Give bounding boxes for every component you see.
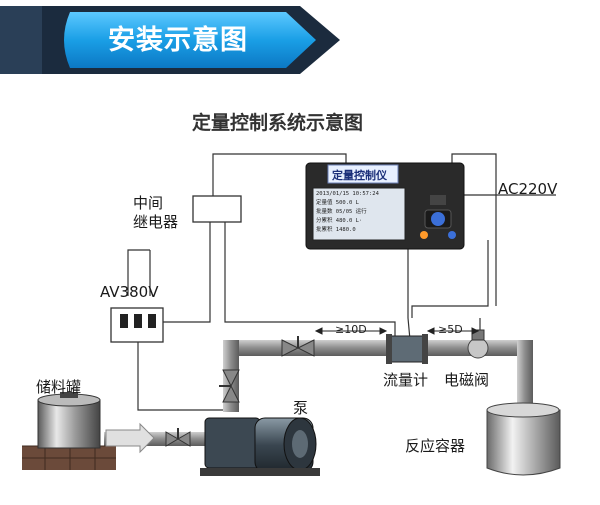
screen-line: 批累积 1480.0	[316, 227, 356, 233]
valve-top	[281, 336, 315, 357]
label-flowmeter: 流量计	[383, 371, 429, 389]
storage-tank-device	[22, 392, 116, 470]
label-relay-line1: 中间	[133, 194, 164, 212]
controller-header: 定量控制仪	[332, 169, 387, 182]
label-storage-tank: 储料罐	[36, 378, 82, 396]
label-pump: 泵	[293, 399, 309, 417]
valve-suction	[165, 428, 191, 447]
label-relay-line2: 继电器	[133, 213, 179, 231]
wiring	[127, 153, 556, 411]
screen-line: 批量数 05/05 运行	[316, 209, 367, 215]
breaker-av380	[110, 307, 164, 343]
dimension-10d	[314, 327, 388, 335]
label-dist-10d: ≥10D	[335, 323, 367, 336]
controller-screen: 2013/01/15 10:57:24 定量值 500.0 L 批量数 05/0…	[316, 190, 379, 235]
controller-device	[305, 162, 465, 250]
dimension-5d	[426, 327, 480, 335]
label-av380v: AV380V	[100, 283, 159, 301]
label-reactor: 反应容器	[405, 437, 466, 455]
valve-riser	[219, 369, 240, 403]
label-solenoid-valve: 电磁阀	[444, 371, 490, 389]
diagram-title: 定量控制系统示意图	[192, 112, 364, 134]
banner-title: 安装示意图	[108, 25, 248, 56]
flow-arrow	[105, 422, 155, 454]
flowmeter-device	[386, 334, 428, 364]
reactor-vessel	[486, 402, 561, 476]
banner	[0, 6, 340, 74]
screen-line: 分累积 480.0 L·	[316, 218, 363, 224]
pipe-network	[104, 340, 533, 446]
screen-line: 定量值 500.0 L	[316, 200, 359, 206]
label-dist-5d: ≥5D	[438, 323, 463, 336]
solenoid-valve-device	[467, 329, 489, 359]
relay-box	[192, 195, 242, 223]
label-ac220v: AC220V	[498, 180, 558, 198]
pump-motor	[200, 417, 320, 476]
screen-line: 2013/01/15 10:57:24	[316, 191, 379, 197]
